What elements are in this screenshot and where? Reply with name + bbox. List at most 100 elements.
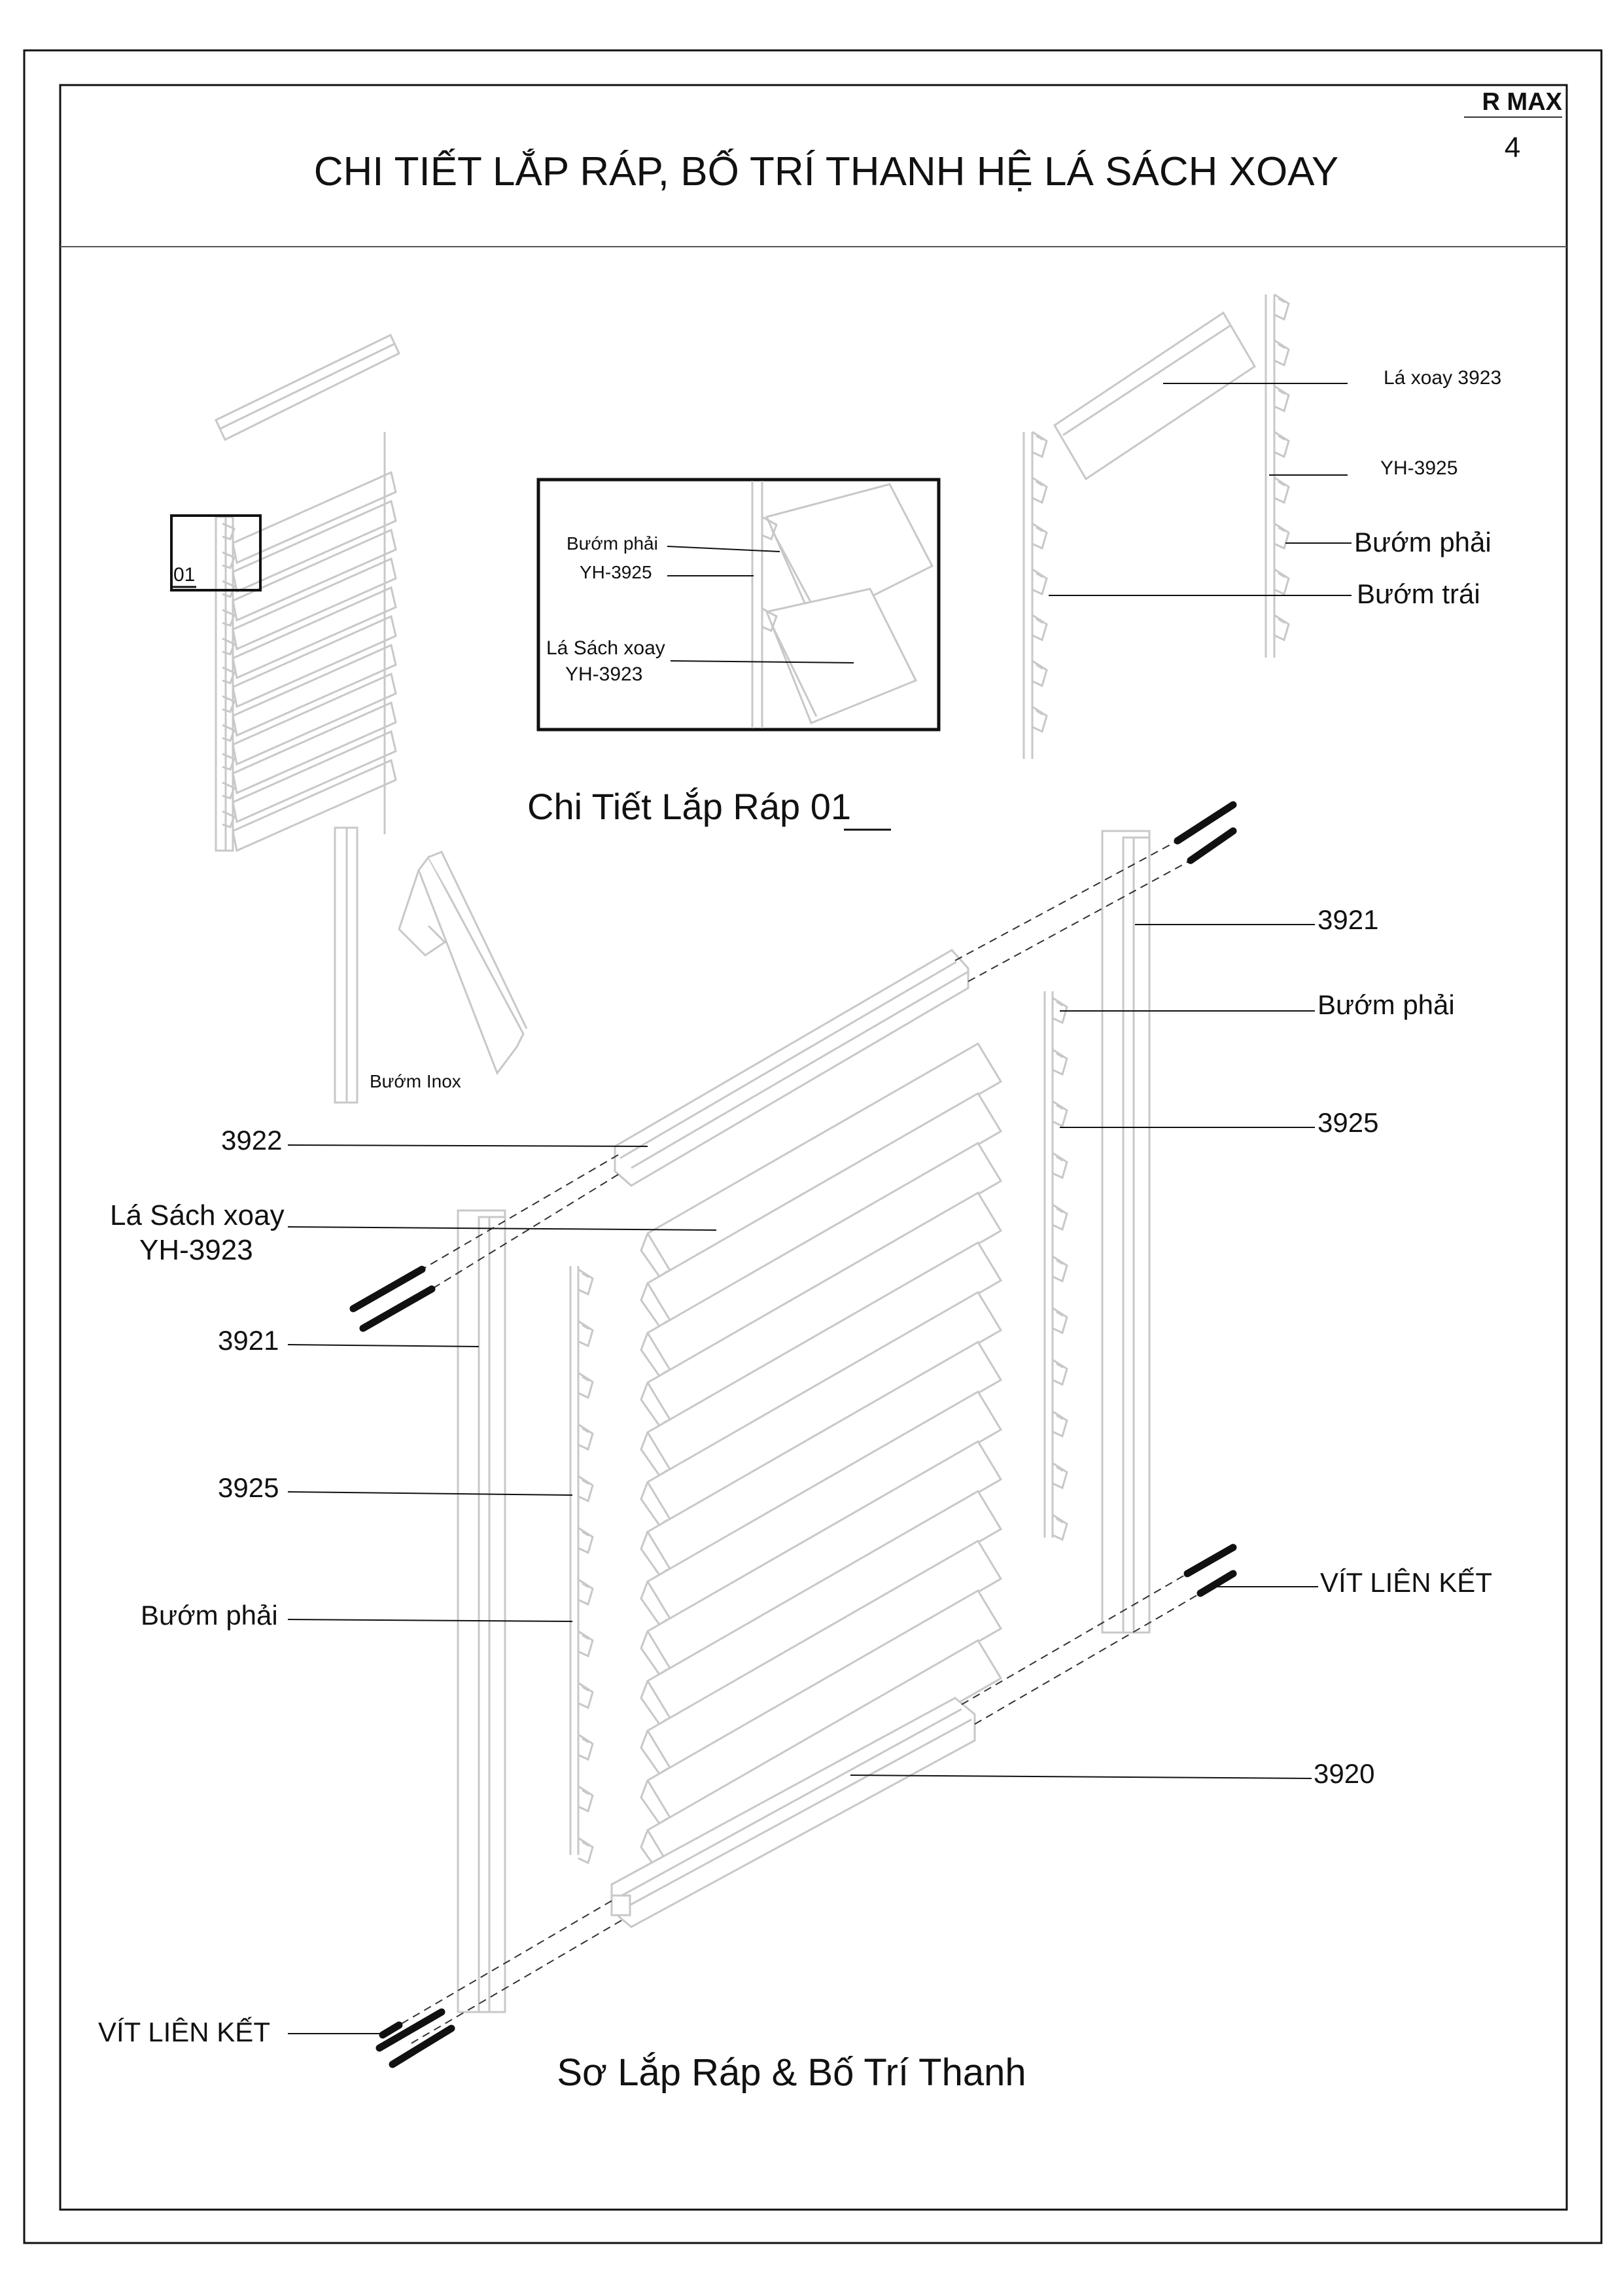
stack-clip [222,551,236,569]
buom-phai-clip [1052,1152,1068,1180]
logo: R MAX [1464,88,1563,118]
stack-slat [232,586,397,680]
stack-clip [222,666,236,684]
right-frame-3921 [1101,830,1151,1634]
stack-slat [232,730,397,824]
inset-label-yh3925: YH-3925 [580,562,652,582]
label-buom-phai-left: Bướm phải [141,1600,278,1631]
label-yh3925-top: YH-3925 [1380,457,1457,479]
label-la-xoay-3923: Lá xoay 3923 [1384,367,1501,389]
buom-phai-clip [1052,997,1068,1025]
stack-slat [232,758,397,853]
stack-slat [232,614,397,709]
stack-slat [232,557,397,651]
louver-slat [646,1489,1003,1721]
right-clip-column-3925 [1043,991,1068,1542]
stack-clip [222,609,236,627]
stack-clip [222,781,236,800]
inset-label-la-sach-2: YH-3923 [565,663,642,685]
louver-slats [640,1042,1003,1875]
buom-trai-clip [1032,614,1048,642]
inner-frame [59,84,1568,2211]
stack-slat [232,672,397,766]
louver-slat [646,1340,1003,1572]
buom-phai-clip [578,1320,594,1348]
louver-slat [646,1439,1003,1671]
buom-inox-detail [334,826,528,1104]
screws [349,801,1237,2068]
label-yh3923: YH-3923 [139,1234,253,1266]
louver-slat [646,1638,1003,1870]
page-title: CHI TIẾT LẮP RÁP, BỐ TRÍ THANH HỆ LÁ SÁC… [314,149,1339,194]
buom-phai-clip [578,1423,594,1451]
buom-phai-clip [578,1785,594,1813]
assembly-caption: Sơ Lắp Ráp & Bố Trí Thanh [557,2051,1026,2094]
label-3920: 3920 [1314,1758,1374,1789]
buom-trai-clip [1032,431,1048,459]
label-buom-inox: Bướm Inox [370,1071,461,1091]
inset-label-la-sach-1: Lá Sách xoay [546,637,665,659]
left-clip-column-3925 [569,1266,594,1865]
louver-slat [646,1290,1003,1522]
louver-slat [646,1390,1003,1621]
stack-slat [232,643,397,737]
detail-01-marker: 01 [173,564,195,586]
screw-guide-lines [398,840,1201,2045]
label-3925-right: 3925 [1318,1107,1378,1138]
left-frame-3921 [457,1209,506,2013]
stack-slat [232,470,397,565]
buom-phai-clip [578,1578,594,1606]
label-3921-left: 3921 [218,1325,279,1356]
buom-phai-clip [1274,293,1290,321]
buom-trai-clip [1032,476,1048,504]
buom-phai-clip [578,1837,594,1865]
louver-stack-detail [215,333,400,853]
stack-slat [232,701,397,795]
buom-trai-clip [1032,705,1048,733]
buom-trai-clip [1032,660,1048,688]
inset-label-buom-phai: Bướm phải [567,533,658,554]
bottom-rail-3920 [610,1697,976,1928]
louver-slat [646,1589,1003,1820]
buom-phai-clip [578,1371,594,1400]
stack-slat [232,499,397,593]
stack-slat [232,528,397,622]
buom-phai-clip [1274,522,1290,550]
label-3925-left: 3925 [218,1472,279,1503]
label-vit-lien-ket-right: VÍT LIÊN KẾT [1320,1567,1492,1598]
label-3922: 3922 [221,1125,282,1156]
page-number: 4 [1505,132,1520,164]
buom-phai-clip [1052,1203,1068,1231]
stack-clip [222,522,236,540]
outer-frame [23,49,1603,2244]
louver-slat [646,1141,1003,1373]
buom-phai-clip [1052,1100,1068,1128]
logo-text: R MAX [1482,88,1563,116]
label-la-sach-xoay: Lá Sách xoay [110,1199,285,1231]
stack-clip [222,752,236,771]
buom-phai-clip [1052,1048,1068,1076]
buom-phai-clip [1052,1513,1068,1542]
buom-phai-clip [1274,431,1290,459]
buom-phai-clip [1052,1410,1068,1438]
detail-caption: Chi Tiết Lắp Ráp 01 [527,786,851,827]
stack-clip [222,810,236,828]
buom-phai-clip [578,1475,594,1503]
buom-trai-clip [1032,522,1048,550]
buom-phai-clip [1052,1255,1068,1283]
louver-slat [646,1091,1003,1323]
right-exploded-detail [1022,293,1290,759]
label-vit-lien-ket-left: VÍT LIÊN KẾT [98,2017,270,2047]
buom-phai-clip [1274,339,1290,367]
stack-clip [222,637,236,656]
label-buom-trai: Bướm trái [1357,578,1480,609]
buom-phai-clip [578,1682,594,1710]
louver-slat [646,1191,1003,1422]
buom-phai-clip [1274,385,1290,413]
buom-phai-clip [1052,1358,1068,1386]
buom-phai-clip [1274,568,1290,596]
buom-phai-clip [1052,1462,1068,1490]
louver-slat [646,1539,1003,1771]
